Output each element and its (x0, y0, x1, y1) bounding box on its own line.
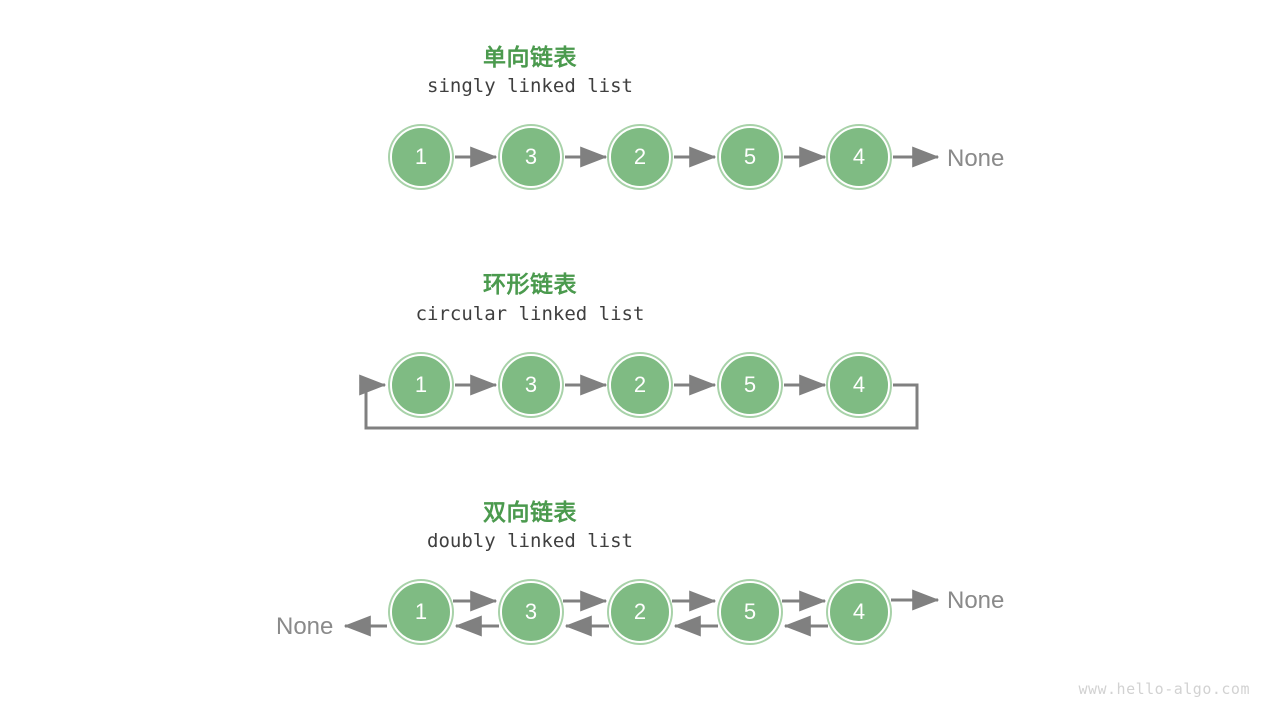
singly-node-3: 5 (719, 126, 781, 188)
doubly-node-3: 5 (719, 581, 781, 643)
doubly-node-4: 4 (828, 581, 890, 643)
node-value: 3 (524, 599, 538, 624)
node-value: 1 (414, 144, 428, 169)
circular-node-1: 3 (500, 354, 562, 416)
node-value: 2 (633, 144, 647, 169)
doubly-title-en: doubly linked list (427, 530, 633, 552)
node-value: 3 (524, 372, 538, 397)
circular-node-4: 4 (828, 354, 890, 416)
circular-node-3: 5 (719, 354, 781, 416)
node-value: 3 (524, 144, 538, 169)
node-value: 4 (852, 372, 866, 397)
node-value: 1 (414, 599, 428, 624)
singly-title-zh: 单向链表 (483, 44, 577, 70)
doubly-tail-none-label: None (947, 587, 1005, 614)
node-value: 5 (743, 599, 757, 624)
singly-node-0: 1 (390, 126, 452, 188)
singly-node-2: 2 (609, 126, 671, 188)
doubly-head-none-label: None (276, 613, 334, 640)
circular-title-zh: 环形链表 (483, 271, 577, 297)
node-value: 2 (633, 599, 647, 624)
node-value: 1 (414, 372, 428, 397)
doubly-node-1: 3 (500, 581, 562, 643)
singly-node-1: 3 (500, 126, 562, 188)
doubly-node-0: 1 (390, 581, 452, 643)
singly-tail-none-label: None (947, 145, 1005, 172)
node-value: 4 (852, 599, 866, 624)
node-value: 5 (743, 144, 757, 169)
doubly-node-2: 2 (609, 581, 671, 643)
doubly-title-zh: 双向链表 (483, 499, 577, 525)
node-value: 2 (633, 372, 647, 397)
circular-node-2: 2 (609, 354, 671, 416)
watermark: www.hello-algo.com (1078, 680, 1250, 698)
singly-title-en: singly linked list (427, 75, 633, 97)
circular-title-en: circular linked list (415, 303, 645, 325)
circular-node-0: 1 (390, 354, 452, 416)
node-value: 4 (852, 144, 866, 169)
node-value: 5 (743, 372, 757, 397)
singly-node-4: 4 (828, 126, 890, 188)
